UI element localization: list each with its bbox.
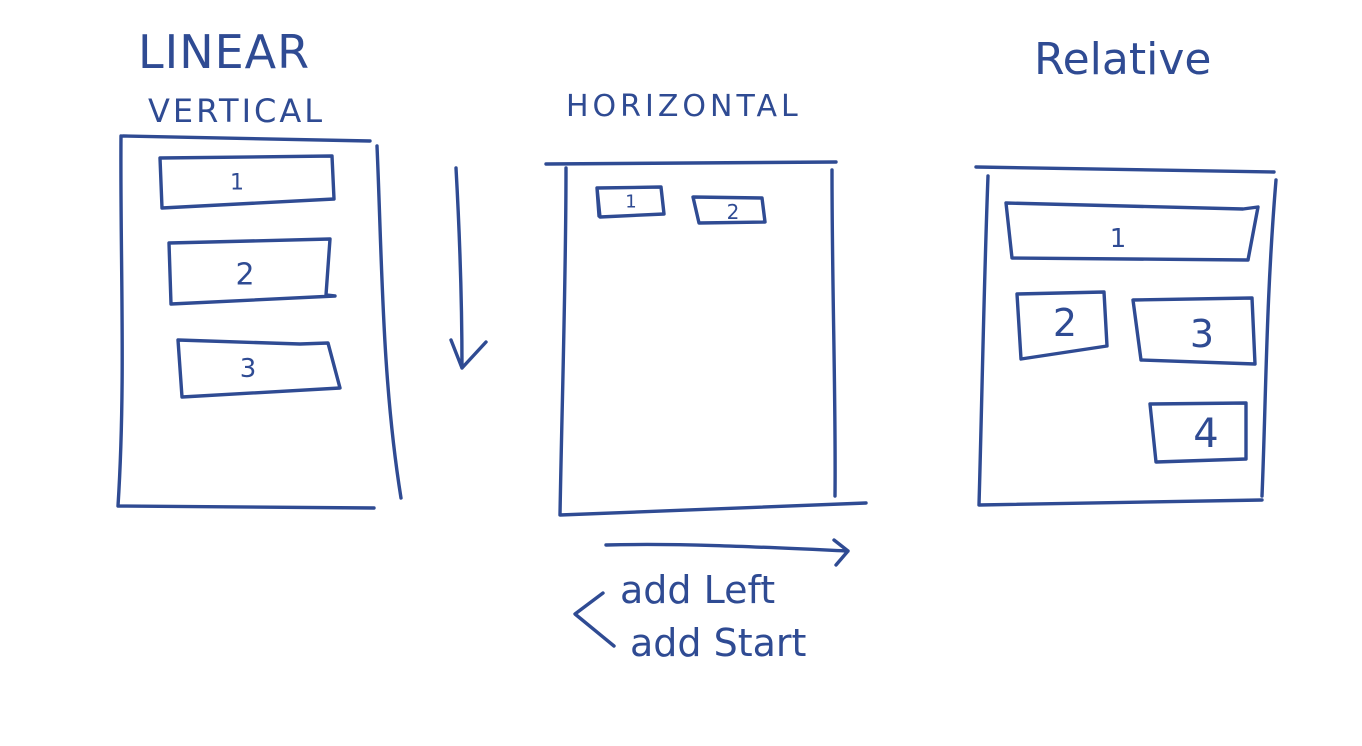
relative-item-1-label: 1 xyxy=(1110,224,1127,254)
vertical-item-2-label: 2 xyxy=(235,258,254,293)
vertical-item-2-box xyxy=(167,237,337,306)
relative-container xyxy=(974,165,1278,507)
horizontal-container xyxy=(544,160,868,517)
linear-vertical-section: LINEAR VERTICAL 1 2 3 xyxy=(116,25,488,510)
relative-item-4-label: 4 xyxy=(1193,411,1218,457)
heading-horizontal: HORIZONTAL xyxy=(566,89,802,124)
horizontal-item-1-box xyxy=(595,185,666,219)
note-add-left: add Left xyxy=(620,568,775,612)
note-add-start: add Start xyxy=(630,621,806,665)
notes-bracket xyxy=(573,591,616,648)
vertical-item-3-label: 3 xyxy=(240,354,257,384)
relative-item-3-box xyxy=(1131,296,1257,366)
relative-item-1-box xyxy=(1004,201,1260,262)
relative-item-2-box xyxy=(1015,290,1109,361)
relative-item-4-box xyxy=(1148,401,1248,464)
relative-section: Relative 1 2 3 4 xyxy=(974,34,1278,507)
horizontal-item-2-box xyxy=(691,195,767,225)
vertical-item-3-box xyxy=(176,338,342,399)
heading-linear: LINEAR xyxy=(138,25,310,79)
horizontal-section: HORIZONTAL 1 2 add Left add Start xyxy=(544,89,868,665)
heading-vertical: VERTICAL xyxy=(148,92,325,130)
relative-item-3-label: 3 xyxy=(1190,312,1214,356)
vertical-item-1-label: 1 xyxy=(230,171,244,196)
heading-relative: Relative xyxy=(1034,34,1211,85)
vertical-container xyxy=(116,134,403,510)
horizontal-item-2-label: 2 xyxy=(727,200,740,224)
vertical-item-1-box xyxy=(158,154,336,210)
horizontal-item-1-label: 1 xyxy=(625,192,636,213)
down-arrow xyxy=(449,166,488,370)
right-arrow xyxy=(604,538,850,567)
relative-item-2-label: 2 xyxy=(1053,301,1077,345)
